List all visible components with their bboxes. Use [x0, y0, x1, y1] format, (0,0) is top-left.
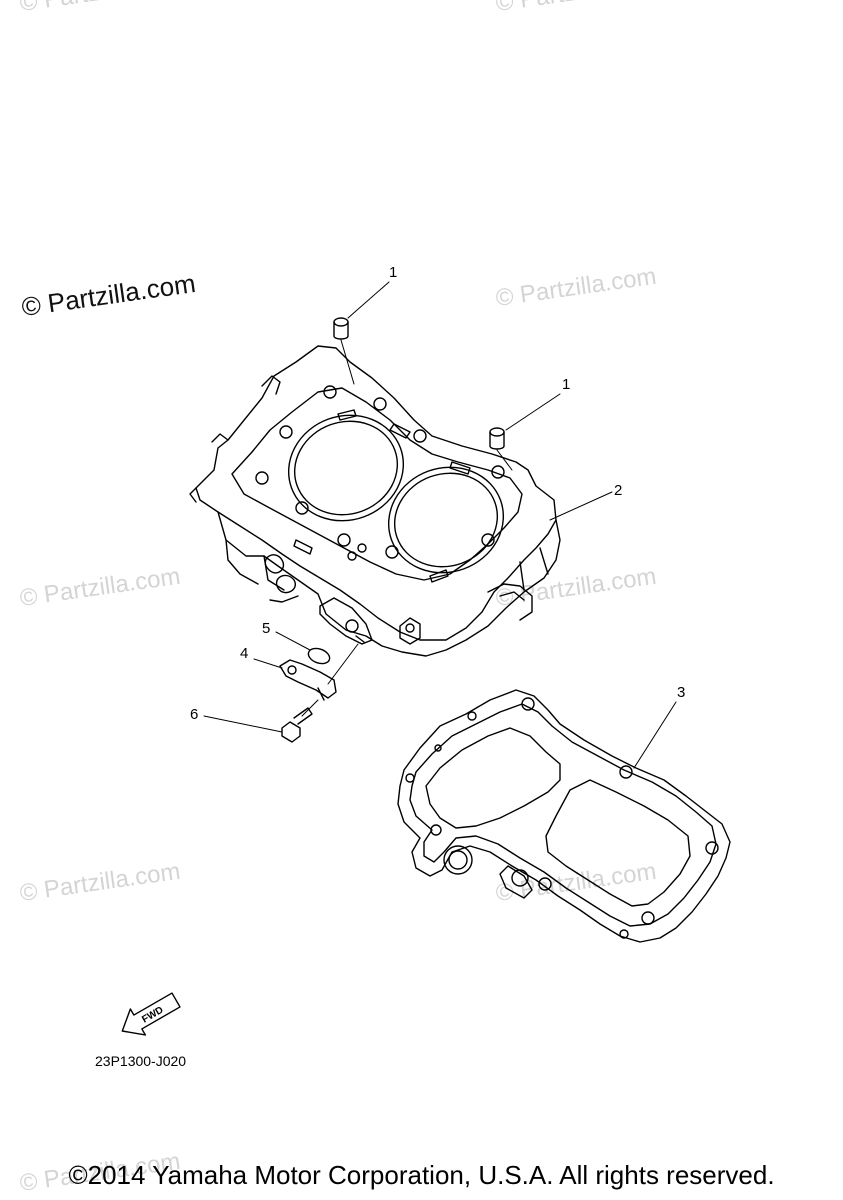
leader-5: [275, 631, 311, 651]
callout-1a: 1: [389, 264, 398, 281]
callout-4: 4: [240, 645, 249, 662]
callout-2: 2: [614, 482, 623, 499]
fwd-arrow-icon: FWD: [121, 992, 181, 1036]
leader-4: [253, 658, 283, 669]
callout-6: 6: [190, 706, 199, 723]
dowel-pin-upper: [333, 317, 349, 340]
callout-3: 3: [677, 684, 686, 701]
leader-6: [203, 715, 283, 733]
dowel-pin-right: [489, 427, 505, 450]
callout-5: 5: [262, 620, 271, 637]
o-ring: [307, 647, 331, 665]
callout-1b: 1: [562, 376, 571, 393]
cylinder-block: [189, 345, 561, 657]
leader-1a: [347, 281, 390, 319]
copyright-notice: ©2014 Yamaha Motor Corporation, U.S.A. A…: [68, 1160, 775, 1190]
leader-1b: [505, 393, 561, 431]
leader-2: [549, 491, 613, 521]
plate-clamp: [279, 659, 337, 701]
diagram-code: 23P1300-J020: [95, 1053, 187, 1069]
flange-bolt: [281, 707, 313, 743]
leader-3: [633, 701, 677, 769]
cylinder-gasket: [397, 689, 731, 943]
